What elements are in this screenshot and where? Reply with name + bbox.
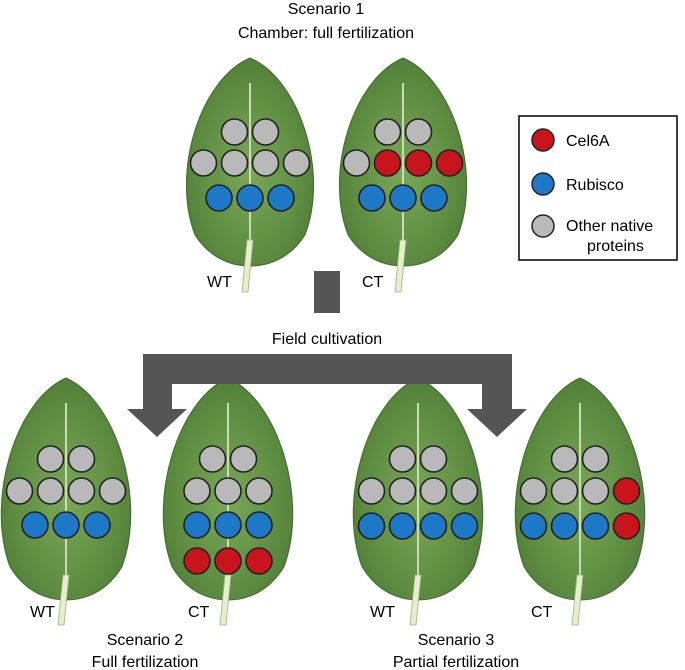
field-cultivation-label: Field cultivation <box>272 331 382 348</box>
cel6a-protein-marker <box>435 149 464 177</box>
legend-rubisco-swatch <box>531 172 555 196</box>
other-protein-marker <box>581 445 610 473</box>
other-protein-marker <box>67 477 96 505</box>
leaf-genotype-label: WT <box>207 274 232 291</box>
leaves-group: WT CT WT CT WT CT <box>0 57 646 626</box>
other-protein-marker <box>229 445 258 473</box>
rubisco-protein-marker <box>388 512 417 540</box>
leaf-genotype-label: CT <box>362 274 384 291</box>
other-protein-marker <box>550 445 579 473</box>
other-protein-marker <box>357 477 386 505</box>
scenario2-subtitle: Full fertilization <box>92 654 199 670</box>
other-protein-marker <box>519 477 548 505</box>
legend-rubisco-label: Rubisco <box>566 177 624 194</box>
rubisco-protein-marker <box>245 511 273 539</box>
other-protein-marker <box>388 477 417 505</box>
other-protein-marker <box>419 477 448 505</box>
other-protein-marker <box>245 477 273 505</box>
rubisco-protein-marker <box>183 511 211 539</box>
other-protein-marker <box>36 477 65 505</box>
rubisco-protein-marker <box>83 511 111 539</box>
other-protein-marker <box>183 477 211 505</box>
scenario2-title: Scenario 2 <box>107 632 184 649</box>
branching-arrow <box>127 354 527 437</box>
other-protein-marker <box>373 118 402 146</box>
leaf-genotype-label: CT <box>531 604 553 621</box>
leaf-s2-wt: WT <box>0 377 132 626</box>
legend-other-swatch <box>531 214 555 238</box>
leaf-genotype-label: CT <box>188 604 210 621</box>
rubisco-protein-marker <box>550 512 579 540</box>
cel6a-protein-marker <box>245 547 273 575</box>
other-protein-marker <box>419 445 448 473</box>
other-protein-marker <box>220 149 249 177</box>
rubisco-protein-marker <box>357 512 386 540</box>
rubisco-protein-marker <box>52 511 80 539</box>
other-protein-marker <box>251 118 280 146</box>
rubisco-protein-marker <box>205 184 233 212</box>
rubisco-protein-marker <box>236 184 264 212</box>
rubisco-protein-marker <box>420 184 448 212</box>
scenario3-subtitle: Partial fertilization <box>393 654 519 670</box>
leaf-s2-ct: CT <box>162 377 294 626</box>
leaf-stem <box>409 574 422 626</box>
legend-other-label-line1: Other native <box>566 218 653 235</box>
legend-cel6a-label: Cel6A <box>566 133 610 150</box>
leaf-stem <box>571 574 584 626</box>
other-protein-marker <box>198 445 227 473</box>
rubisco-protein-marker <box>389 184 417 212</box>
other-protein-marker <box>404 118 433 146</box>
other-protein-marker <box>214 477 242 505</box>
other-protein-marker <box>36 445 65 473</box>
rubisco-protein-marker <box>519 512 548 540</box>
other-protein-marker <box>220 118 249 146</box>
other-protein-marker <box>67 445 96 473</box>
leaf-s1-ct: CT <box>338 57 468 293</box>
leaf-stem <box>241 239 254 293</box>
cel6a-protein-marker <box>612 512 641 540</box>
scenario1-subtitle: Chamber: full fertilization <box>238 25 414 42</box>
rubisco-protein-marker <box>450 512 479 540</box>
rubisco-protein-marker <box>21 511 49 539</box>
leaf-stem <box>219 574 232 626</box>
leaf-s3-wt: WT <box>352 377 484 626</box>
legend-other-label-line2: proteins <box>587 238 644 255</box>
leaf-stem <box>394 239 407 293</box>
rubisco-protein-marker <box>267 184 295 212</box>
legend-cel6a-swatch <box>531 128 555 152</box>
leaf-genotype-label: WT <box>370 604 395 621</box>
other-protein-marker <box>189 149 218 177</box>
cel6a-protein-marker <box>214 547 242 575</box>
cel6a-protein-marker <box>404 149 433 177</box>
other-protein-marker <box>388 445 417 473</box>
other-protein-marker <box>251 149 280 177</box>
cel6a-protein-marker <box>612 477 641 505</box>
rubisco-protein-marker <box>581 512 610 540</box>
other-protein-marker <box>5 477 34 505</box>
rubisco-protein-marker <box>419 512 448 540</box>
other-protein-marker <box>282 149 311 177</box>
leaf-s1-wt: WT <box>185 57 315 293</box>
down-arrow-stem <box>314 271 340 313</box>
leaf-stem <box>57 574 70 626</box>
leaf-genotype-label: WT <box>30 604 55 621</box>
rubisco-protein-marker <box>214 511 242 539</box>
other-protein-marker <box>450 477 479 505</box>
leaf-s3-ct: CT <box>514 377 646 626</box>
cel6a-protein-marker <box>373 149 402 177</box>
rubisco-protein-marker <box>358 184 386 212</box>
other-protein-marker <box>342 149 371 177</box>
other-protein-marker <box>550 477 579 505</box>
cel6a-protein-marker <box>183 547 211 575</box>
other-protein-marker <box>98 477 127 505</box>
legend: Cel6A Rubisco Other native proteins <box>518 115 678 261</box>
scenario3-title: Scenario 3 <box>418 632 495 649</box>
scenario1-title: Scenario 1 <box>288 1 365 18</box>
other-protein-marker <box>581 477 610 505</box>
